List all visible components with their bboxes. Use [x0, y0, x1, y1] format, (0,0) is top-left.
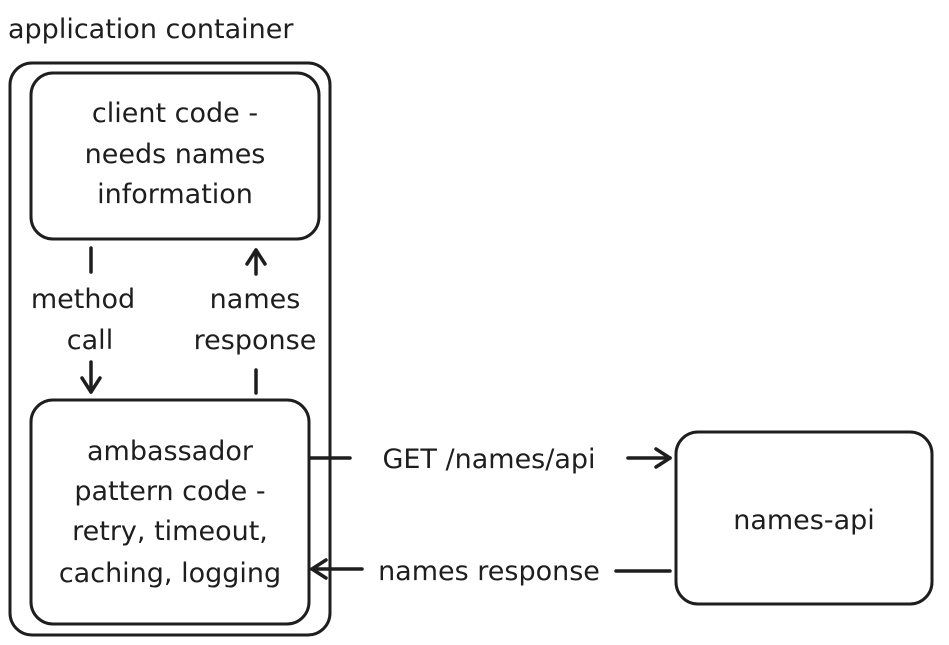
get-request-label: GET /names/api: [382, 444, 595, 475]
ambassador-line-4: caching, logging: [59, 558, 281, 589]
names-response-up-arrow: names response: [194, 248, 317, 395]
application-container: [8, 61, 332, 637]
get-request-arrow: GET /names/api: [308, 444, 672, 475]
ambassador-line-2: pattern code -: [74, 476, 265, 507]
names-api-box: names-api: [674, 430, 934, 606]
client-code-line-1: client code -: [92, 98, 258, 129]
names-response-left-label: names response: [378, 556, 600, 587]
names-response-left-arrow: names response: [310, 556, 672, 587]
method-call-label-line-2: call: [67, 325, 113, 356]
client-code-line-2: needs names: [85, 139, 266, 170]
ambassador-line-3: retry, timeout,: [72, 516, 268, 547]
names-api-label: names-api: [733, 505, 875, 536]
ambassador-line-1: ambassador: [87, 436, 254, 467]
container-title: application container: [8, 14, 294, 45]
client-code-line-3: information: [97, 179, 253, 210]
names-response-up-label-line-2: response: [194, 325, 317, 356]
method-call-label-line-1: method: [31, 284, 135, 315]
names-response-up-label-line-1: names: [210, 284, 301, 315]
client-code-box: client code - needs names information: [29, 71, 321, 241]
ambassador-box: ambassador pattern code - retry, timeout…: [29, 398, 311, 626]
method-call-arrow: method call: [31, 246, 135, 394]
